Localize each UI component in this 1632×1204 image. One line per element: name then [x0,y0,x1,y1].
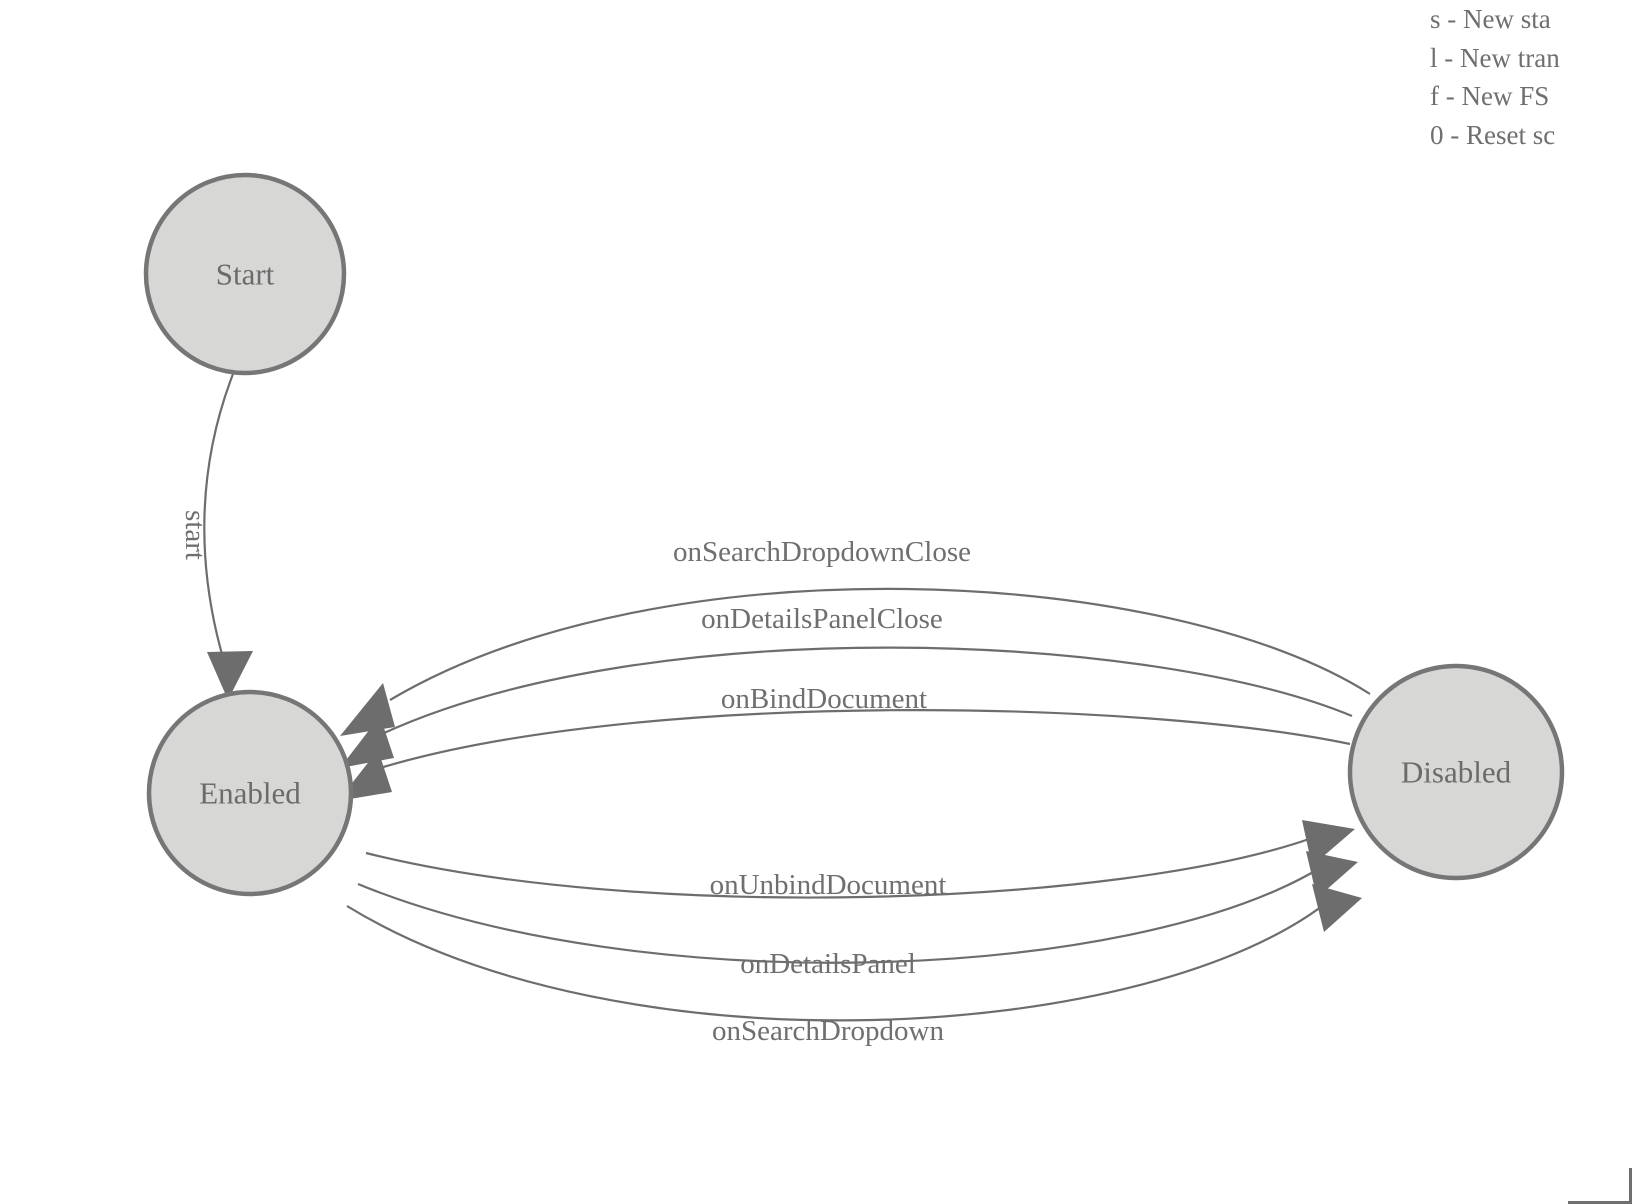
edge-start[interactable] [203,373,253,700]
arrow-head-start [207,651,253,700]
node-enabled[interactable]: Enabled [146,689,354,897]
node-start-label: Start [216,257,275,292]
edge-label-on-details-panel: onDetailsPanel [740,948,916,980]
canvas-corner-mark [1568,1168,1632,1204]
edge-path-on-search-dropdown-close [389,587,1371,701]
node-disabled-label: Disabled [1401,755,1512,790]
edge-on-search-dropdown[interactable] [346,884,1362,1022]
edge-path-on-unbind-document [365,836,1313,899]
edge-label-on-details-panel-close: onDetailsPanelClose [701,603,943,635]
edge-label-start: start [179,510,211,560]
node-enabled-label: Enabled [199,776,301,811]
node-start-circle [143,172,347,376]
keyboard-shortcuts-legend: s - New sta l - New tran f - New FS 0 - … [1430,0,1632,154]
edge-label-on-search-dropdown: onSearchDropdown [712,1015,944,1047]
edge-path-on-search-dropdown [346,899,1331,1022]
edge-path-start [203,373,235,669]
arrow-head-on-search-dropdown [1312,884,1362,932]
node-disabled[interactable]: Disabled [1347,663,1565,881]
edge-path-on-bind-document [379,708,1351,770]
edge-label-on-search-dropdown-close: onSearchDropdownClose [673,536,971,568]
edge-path-on-details-panel [357,867,1321,964]
legend-line-new-fsm: f - New FS [1430,81,1550,111]
legend-line-reset-scale: 0 - Reset sc [1430,119,1556,150]
edge-label-on-bind-document: onBindDocument [721,683,927,715]
arrow-head-on-details-panel-close [340,716,394,768]
edge-label-on-unbind-document: onUnbindDocument [710,869,947,901]
edge-on-details-panel[interactable] [357,851,1358,964]
edge-path-on-details-panel-close [383,646,1353,735]
legend-line-new-transition: l - New tran [1430,42,1560,73]
legend-line-new-state: s - New sta [1430,4,1551,34]
edge-on-bind-document[interactable] [338,708,1351,801]
node-start[interactable]: Start [143,172,347,376]
node-disabled-circle [1347,663,1565,881]
arrow-head-on-search-dropdown-close [340,683,395,736]
node-enabled-circle [146,689,354,897]
edge-on-details-panel-close[interactable] [340,646,1353,768]
